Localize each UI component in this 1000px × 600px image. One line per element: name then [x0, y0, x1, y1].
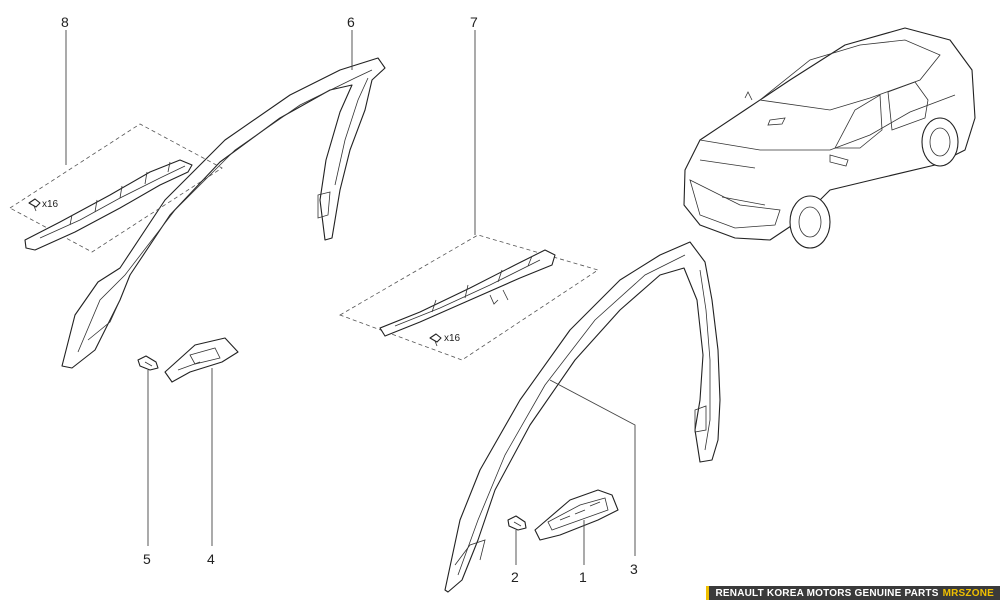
clip-icon	[429, 333, 442, 347]
leader-lines	[65, 30, 636, 565]
part-1-trim-bracket	[534, 489, 619, 541]
part-5-clip	[137, 355, 159, 371]
clip-icon	[28, 198, 41, 212]
banner-accent-mark	[706, 586, 710, 600]
vehicle-illustration	[683, 27, 976, 249]
part-4-trim-bracket	[164, 337, 239, 383]
quantity-label: x16	[444, 333, 461, 344]
quantity-label: x16	[42, 199, 59, 210]
part-6-roof-pillar-trim	[61, 57, 386, 369]
callout-2: 2	[511, 569, 519, 585]
callout-7: 7	[470, 14, 478, 30]
callout-3: 3	[630, 561, 638, 577]
part-7-clip-kit: x16	[339, 234, 599, 361]
footer-site-text: MRSZONE	[942, 587, 994, 599]
callout-5: 5	[143, 551, 151, 567]
callout-8: 8	[61, 14, 69, 30]
footer-banner: RENAULT KOREA MOTORS GENUINE PARTS MRSZO…	[706, 586, 1000, 600]
part-2-clip	[507, 515, 527, 531]
part-3-a-pillar-trim	[444, 241, 721, 593]
callouts: 8 6 7 5 4 3 2 1	[61, 14, 638, 585]
callout-4: 4	[207, 551, 215, 567]
callout-6: 6	[347, 14, 355, 30]
callout-1: 1	[579, 569, 587, 585]
part-8-clip-kit: x16	[9, 123, 223, 253]
footer-brand-text: RENAULT KOREA MOTORS GENUINE PARTS	[715, 587, 939, 599]
